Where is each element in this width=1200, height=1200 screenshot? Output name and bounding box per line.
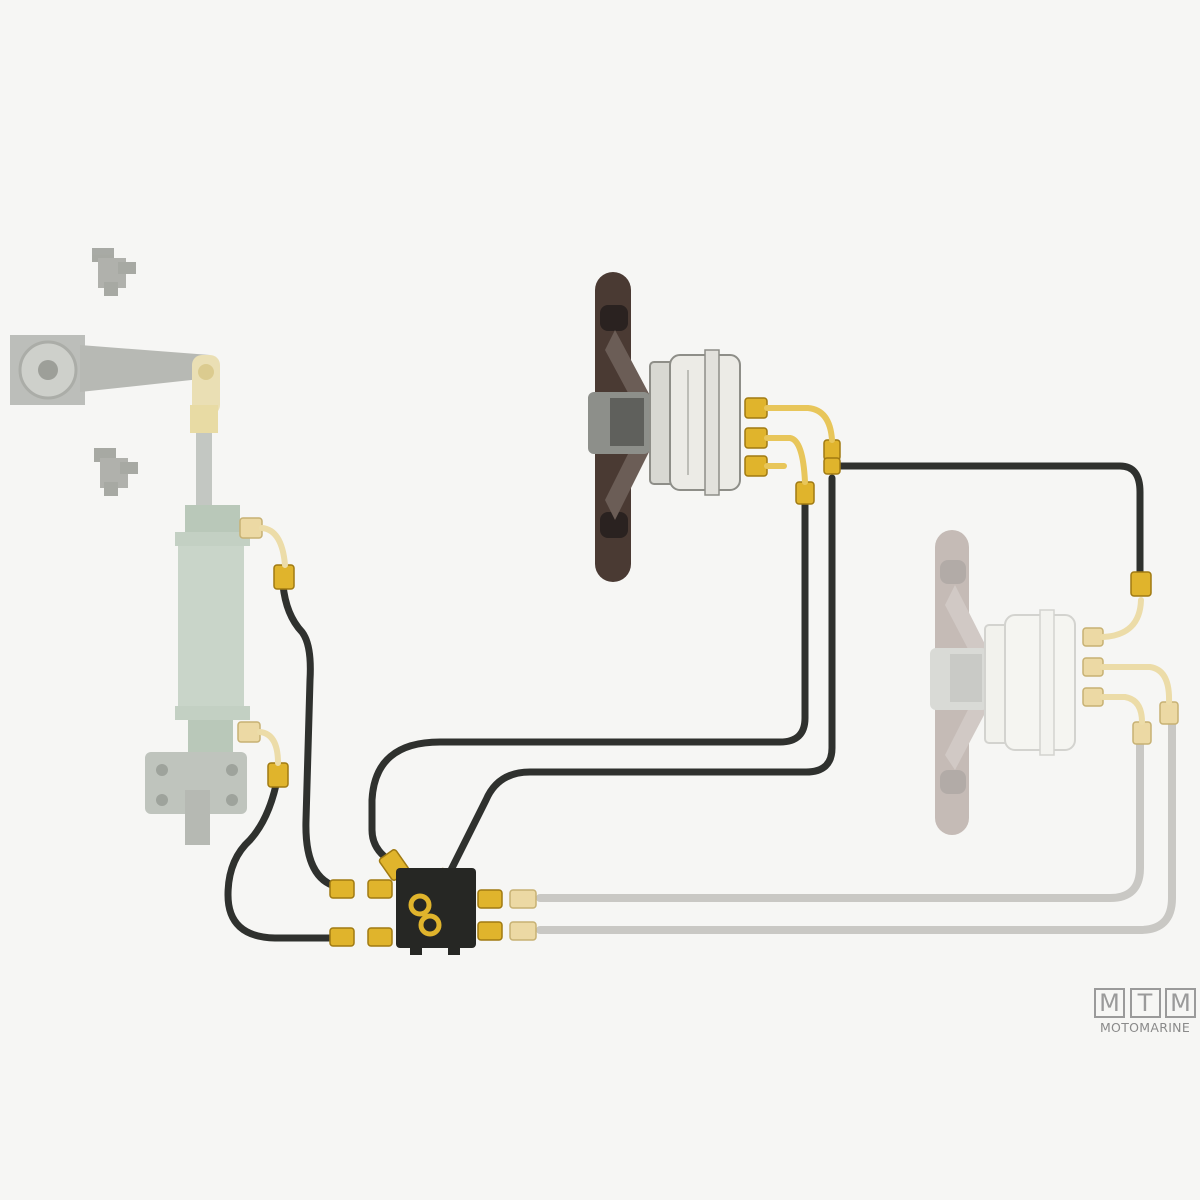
hydraulic-cylinder-icon xyxy=(175,505,250,755)
mount-bracket-icon xyxy=(92,248,136,296)
mount-bracket-icon xyxy=(94,448,138,496)
fitting-elbows xyxy=(764,405,835,485)
cylinder-base-mount xyxy=(145,752,247,845)
logo-letters: M T M xyxy=(1094,988,1196,1018)
valve-block-icon xyxy=(396,868,476,955)
rod-end-fitting xyxy=(190,405,218,433)
tiller-arm-icon xyxy=(10,335,220,415)
helm-secondary xyxy=(930,530,1076,835)
logo-letter-m: M xyxy=(1094,988,1125,1018)
logo-letter-t: T xyxy=(1129,988,1161,1018)
steering-cylinder xyxy=(145,405,250,845)
logo-letter-m2: M xyxy=(1165,988,1196,1018)
tiller-assembly xyxy=(10,248,220,496)
steering-wheel-icon xyxy=(588,272,655,582)
fitting-elbows-faded xyxy=(257,525,1173,766)
helm-pump-icon xyxy=(649,349,741,496)
hoses xyxy=(224,462,1144,942)
steering-wheel-icon xyxy=(930,530,992,835)
helm-pump-icon xyxy=(984,609,1076,756)
helm-main xyxy=(588,272,741,582)
return-lines xyxy=(536,716,1176,934)
motomarine-logo: M T M MOTOMARINE xyxy=(1094,988,1196,1035)
logo-wordmark: MOTOMARINE xyxy=(1099,1020,1191,1035)
piston-rod xyxy=(196,415,212,510)
